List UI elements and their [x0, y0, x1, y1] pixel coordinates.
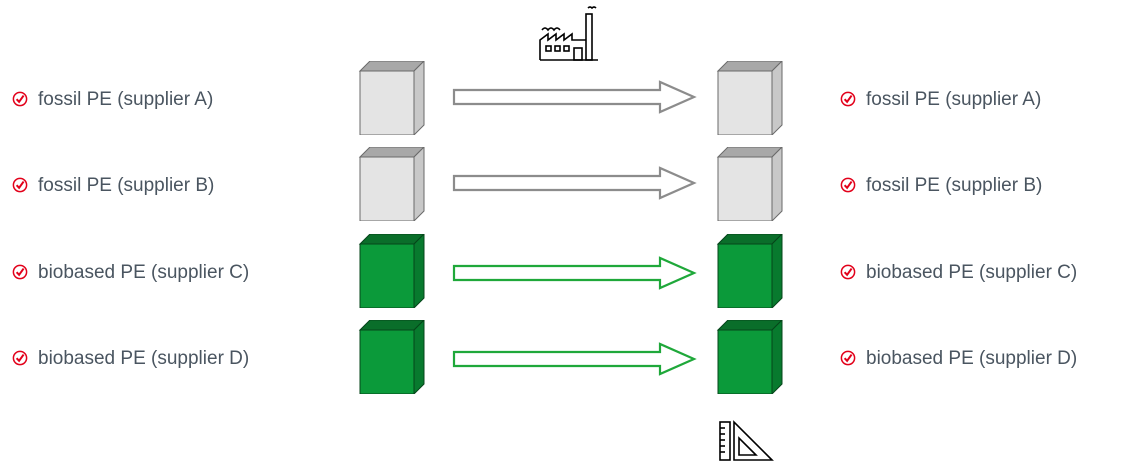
- biobased-cube-output: [716, 234, 783, 308]
- check-circle-icon: [12, 264, 28, 280]
- input-material-label: fossil PE (supplier A): [12, 89, 213, 111]
- check-circle-icon: [12, 350, 28, 366]
- biobased-arrow: [452, 342, 697, 376]
- input-material-label: biobased PE (supplier C): [12, 262, 249, 284]
- biobased-cube-output: [716, 320, 783, 394]
- input-material-text: biobased PE (supplier D): [38, 348, 250, 369]
- check-circle-icon: [840, 264, 856, 280]
- check-circle-icon: [840, 91, 856, 107]
- output-material-label: fossil PE (supplier B): [840, 175, 1042, 197]
- input-material-label: biobased PE (supplier D): [12, 348, 249, 370]
- biobased-arrow: [452, 256, 697, 290]
- input-material-text: fossil PE (supplier A): [38, 89, 214, 110]
- fossil-cube-output: [716, 147, 783, 221]
- fossil-arrow: [452, 80, 697, 114]
- output-material-label: biobased PE (supplier C): [840, 262, 1077, 284]
- biobased-cube-input: [358, 234, 425, 308]
- input-material-label: fossil PE (supplier B): [12, 175, 214, 197]
- fossil-cube-input: [358, 61, 425, 135]
- biobased-cube-input: [358, 320, 425, 394]
- output-material-label: fossil PE (supplier A): [840, 89, 1041, 111]
- output-material-text: biobased PE (supplier D): [866, 348, 1078, 369]
- fossil-arrow: [452, 166, 697, 200]
- factory-icon: [539, 6, 598, 61]
- material-row: biobased PE (supplier C) biobased PE (su…: [0, 234, 1138, 314]
- output-material-text: biobased PE (supplier C): [866, 262, 1078, 283]
- check-circle-icon: [12, 177, 28, 193]
- material-row: fossil PE (supplier B) fossil PE (suppli…: [0, 147, 1138, 227]
- fossil-cube-input: [358, 147, 425, 221]
- material-row: fossil PE (supplier A) fossil PE (suppli…: [0, 61, 1138, 141]
- output-material-label: biobased PE (supplier D): [840, 348, 1077, 370]
- input-material-text: fossil PE (supplier B): [38, 175, 215, 196]
- fossil-cube-output: [716, 61, 783, 135]
- check-circle-icon: [840, 350, 856, 366]
- ruler-triangle-icon: [719, 420, 774, 461]
- material-row: biobased PE (supplier D) biobased PE (su…: [0, 320, 1138, 400]
- output-material-text: fossil PE (supplier B): [866, 175, 1043, 196]
- input-material-text: biobased PE (supplier C): [38, 262, 250, 283]
- check-circle-icon: [840, 177, 856, 193]
- output-material-text: fossil PE (supplier A): [866, 89, 1042, 110]
- check-circle-icon: [12, 91, 28, 107]
